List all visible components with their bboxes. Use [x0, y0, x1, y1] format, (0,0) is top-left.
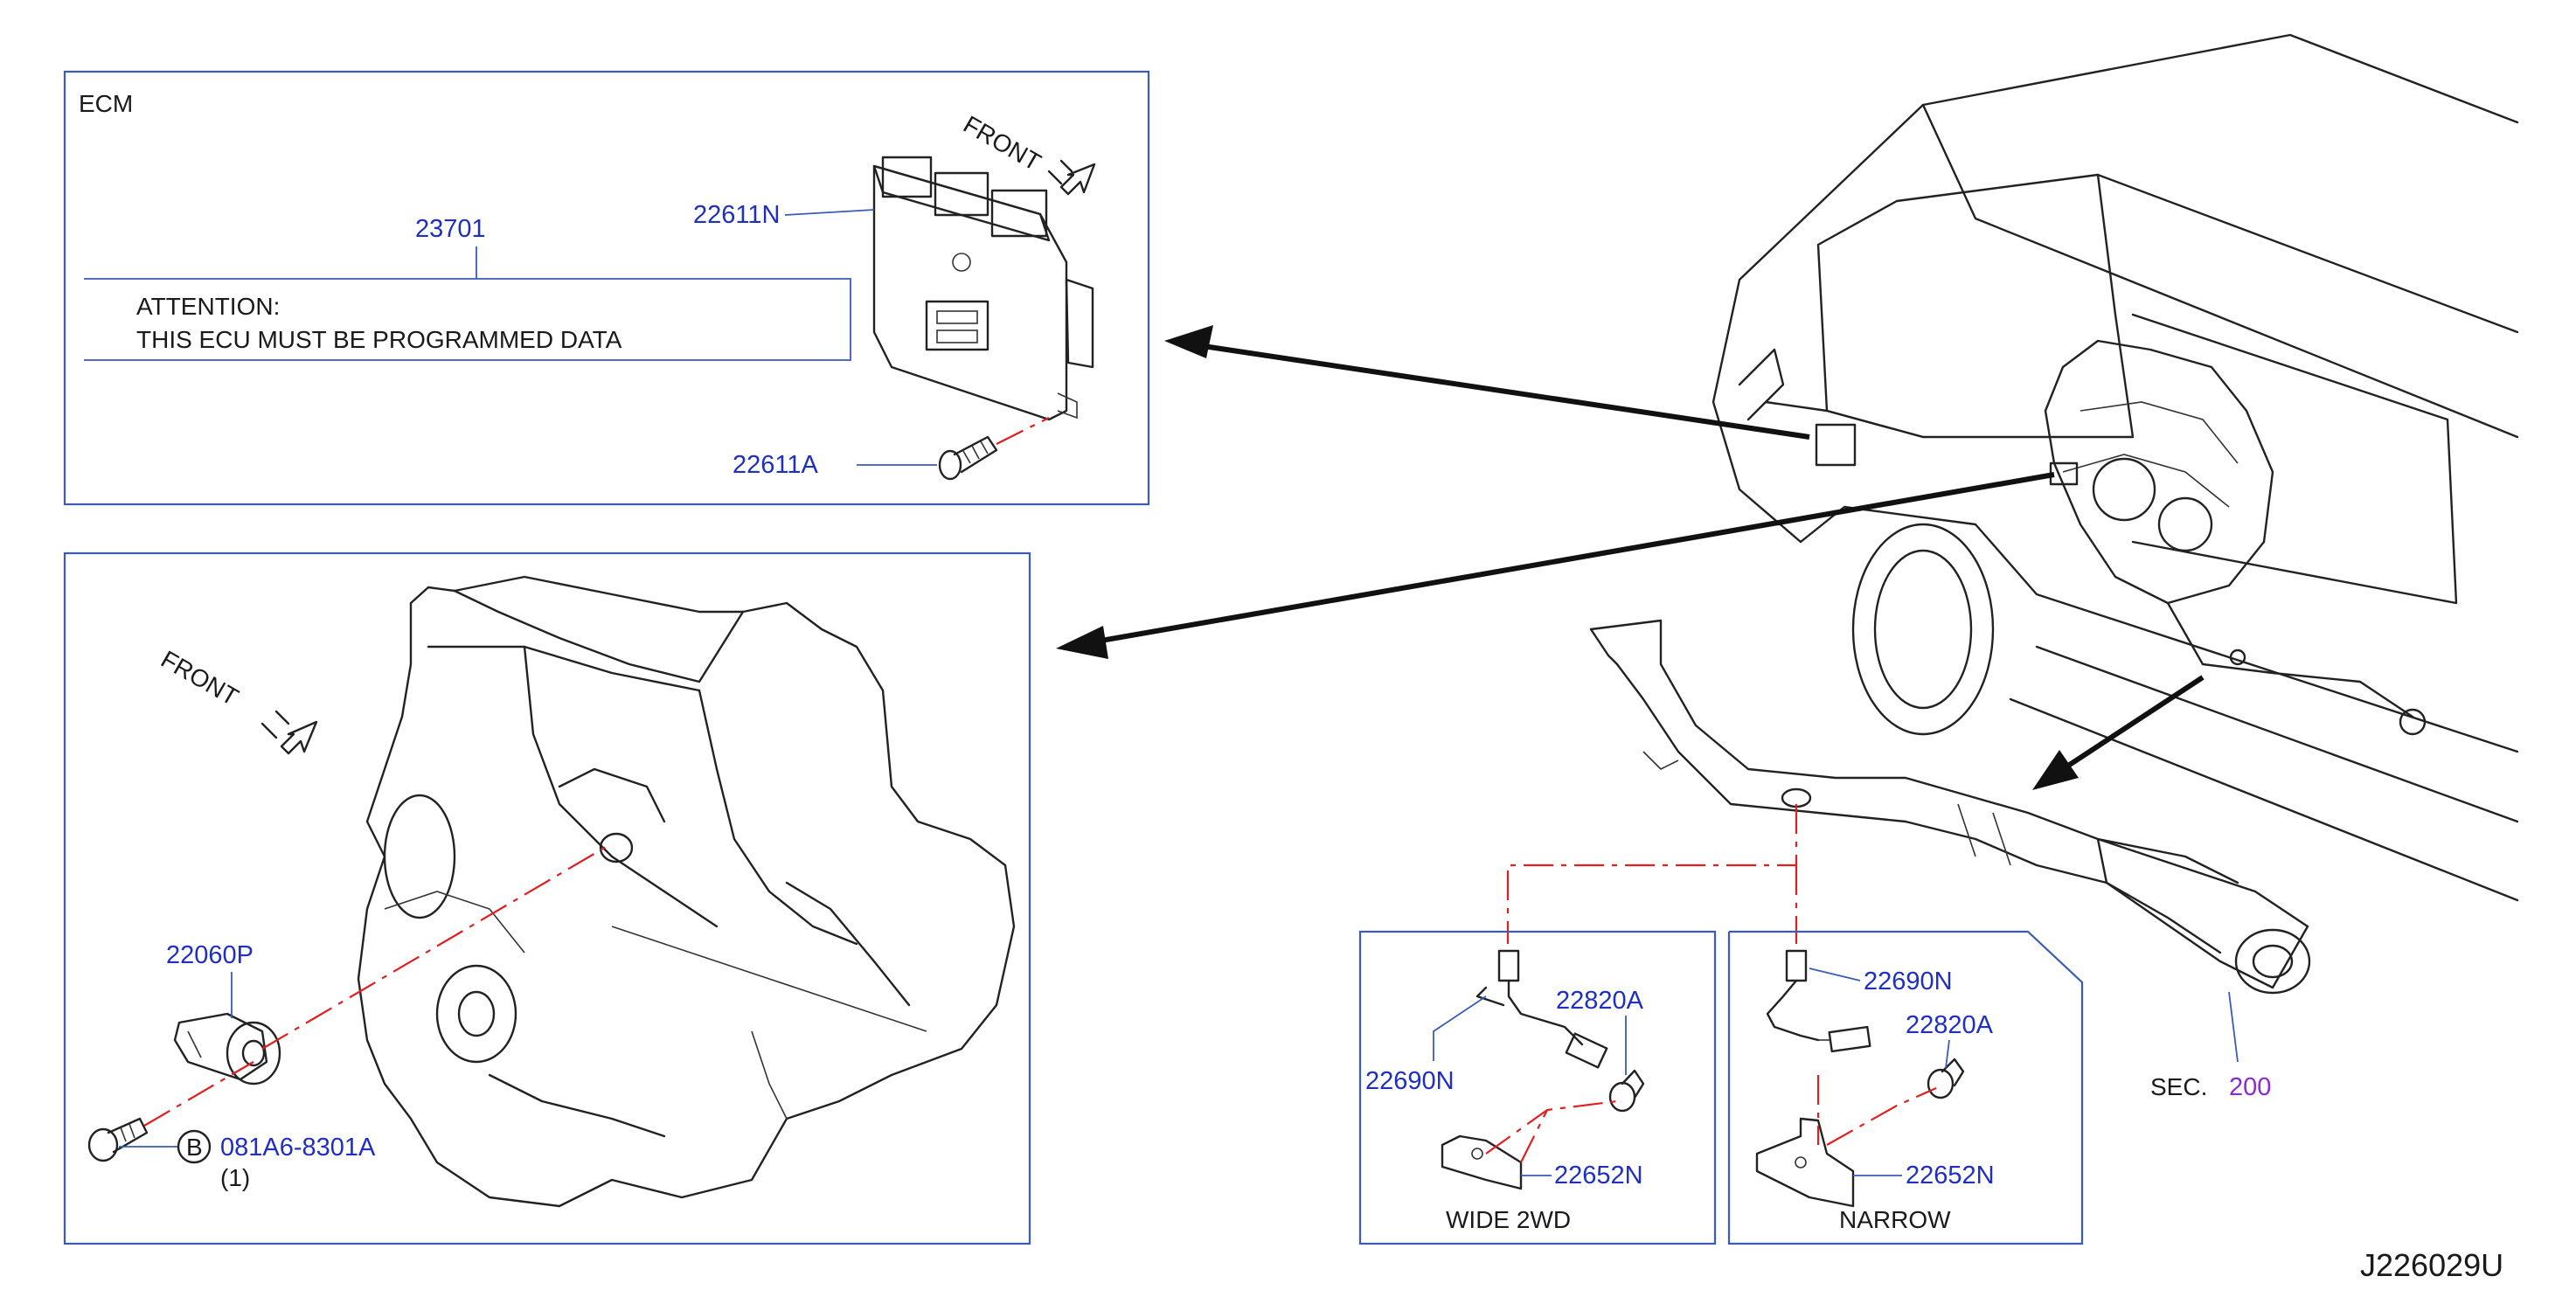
sec-200-link[interactable]: 200 — [2229, 1073, 2271, 1101]
diagram-id: J226029U — [2360, 1247, 2503, 1283]
narrow-part-22820A-label[interactable]: 22820A — [1906, 1011, 1994, 1039]
ecm-screw-icon — [938, 435, 998, 481]
wide-bracket-centerline-2 — [1520, 1109, 1548, 1163]
arrow-to-ecm-head-icon — [1164, 325, 1213, 358]
ecm-panel-frame — [63, 70, 1150, 506]
narrow-part-22652N-label[interactable]: 22652N — [1906, 1162, 1995, 1189]
ecm-panel-title: ECM — [79, 90, 133, 117]
knock-sensor-bolt-icon — [87, 1117, 149, 1162]
arrow-to-exhaust — [2061, 675, 2205, 772]
ecm-screw-centerline — [996, 417, 1050, 445]
knock-sensor-icon — [173, 1012, 281, 1085]
part-22611N-leader — [784, 209, 875, 216]
sec-label: SEC. — [2150, 1073, 2207, 1100]
ecm-unit-icon — [872, 156, 1094, 421]
vehicle-view: SEC. 200 — [1056, 33, 2519, 1101]
ecm-panel: ECM ATTENTION: THIS ECU MUST BE PROGRAMM… — [63, 70, 1150, 506]
wide-sensor-centerline — [1506, 804, 1798, 944]
vehicle-body-icon — [1712, 33, 2519, 902]
part-081A6-8301A-label[interactable]: 081A6-8301A — [220, 1134, 376, 1162]
vehicle-ecm-location — [1815, 423, 1857, 467]
engine-front-label: FRONT — [156, 645, 243, 711]
ecm-front-label: FRONT — [959, 110, 1045, 176]
wide-o2-sensor-icon — [1475, 949, 1608, 1069]
attention-box — [84, 278, 851, 361]
part-23701-label[interactable]: 23701 — [415, 215, 486, 243]
engine-front-arrow-icon — [260, 710, 318, 755]
part-22611N-label[interactable]: 22611N — [693, 201, 780, 229]
engine-panel: FRONT — [63, 551, 1031, 1245]
wide-part-22690N-label[interactable]: 22690N — [1365, 1067, 1455, 1095]
wide-bolt-icon — [1608, 1069, 1645, 1113]
bolt-ref-circle — [177, 1129, 212, 1164]
bolt-quantity: (1) — [220, 1164, 250, 1191]
wide-bracket-icon — [1441, 1134, 1523, 1190]
ecm-front-arrow-icon — [1047, 159, 1096, 196]
narrow-panel: 22690N 22820A 22652N NARROW — [1727, 930, 2084, 1245]
wide-2wd-panel: 22820A 22690N 22652N WIDE 2WD — [1358, 930, 1717, 1245]
arrow-to-ecm — [1197, 343, 1810, 440]
wide-22690N-leader — [1433, 995, 1487, 1061]
narrow-bolt-icon — [1927, 1058, 1965, 1099]
attention-line-2: THIS ECU MUST BE PROGRAMMED DATA — [136, 326, 622, 353]
wide-part-22820A-label[interactable]: 22820A — [1556, 987, 1644, 1015]
narrow-bracket-centerline — [1826, 1086, 1937, 1146]
pointer-arrows — [1056, 325, 2205, 790]
wide-bracket-centerline — [1485, 1099, 1618, 1155]
wide-panel-caption: WIDE 2WD — [1446, 1206, 1571, 1233]
exhaust-tube-icon — [1589, 619, 2311, 995]
engine-block-icon — [357, 575, 1016, 1208]
part-22611A-label[interactable]: 22611A — [733, 451, 818, 479]
bolt-ref-letter: B — [186, 1134, 203, 1161]
part-22060P-label[interactable]: 22060P — [166, 941, 253, 969]
narrow-o2-sensor-icon — [1766, 949, 1871, 1053]
narrow-part-22690N-label[interactable]: 22690N — [1864, 968, 1953, 995]
arrow-to-exhaust-head-icon — [2032, 750, 2079, 790]
arrow-to-engine-head-icon — [1056, 626, 1108, 659]
narrow-22690N-leader — [1809, 968, 1861, 981]
knock-sensor-centerline — [261, 843, 613, 1050]
narrow-panel-frame — [1727, 930, 2084, 1245]
engine-panel-frame — [63, 551, 1031, 1245]
narrow-22820A-leader — [1945, 1039, 1950, 1069]
attention-line-1: ATTENTION: — [136, 293, 280, 320]
narrow-bracket-icon — [1755, 1117, 1855, 1208]
wide-part-22652N-label[interactable]: 22652N — [1554, 1162, 1643, 1189]
bolt-centerline — [143, 1061, 254, 1127]
narrow-panel-caption: NARROW — [1839, 1206, 1951, 1233]
wide-panel-frame — [1358, 930, 1717, 1245]
sec-200-leader — [2228, 991, 2239, 1063]
vehicle-engine-icon — [2044, 339, 2427, 736]
arrow-to-engine — [1090, 472, 2055, 645]
